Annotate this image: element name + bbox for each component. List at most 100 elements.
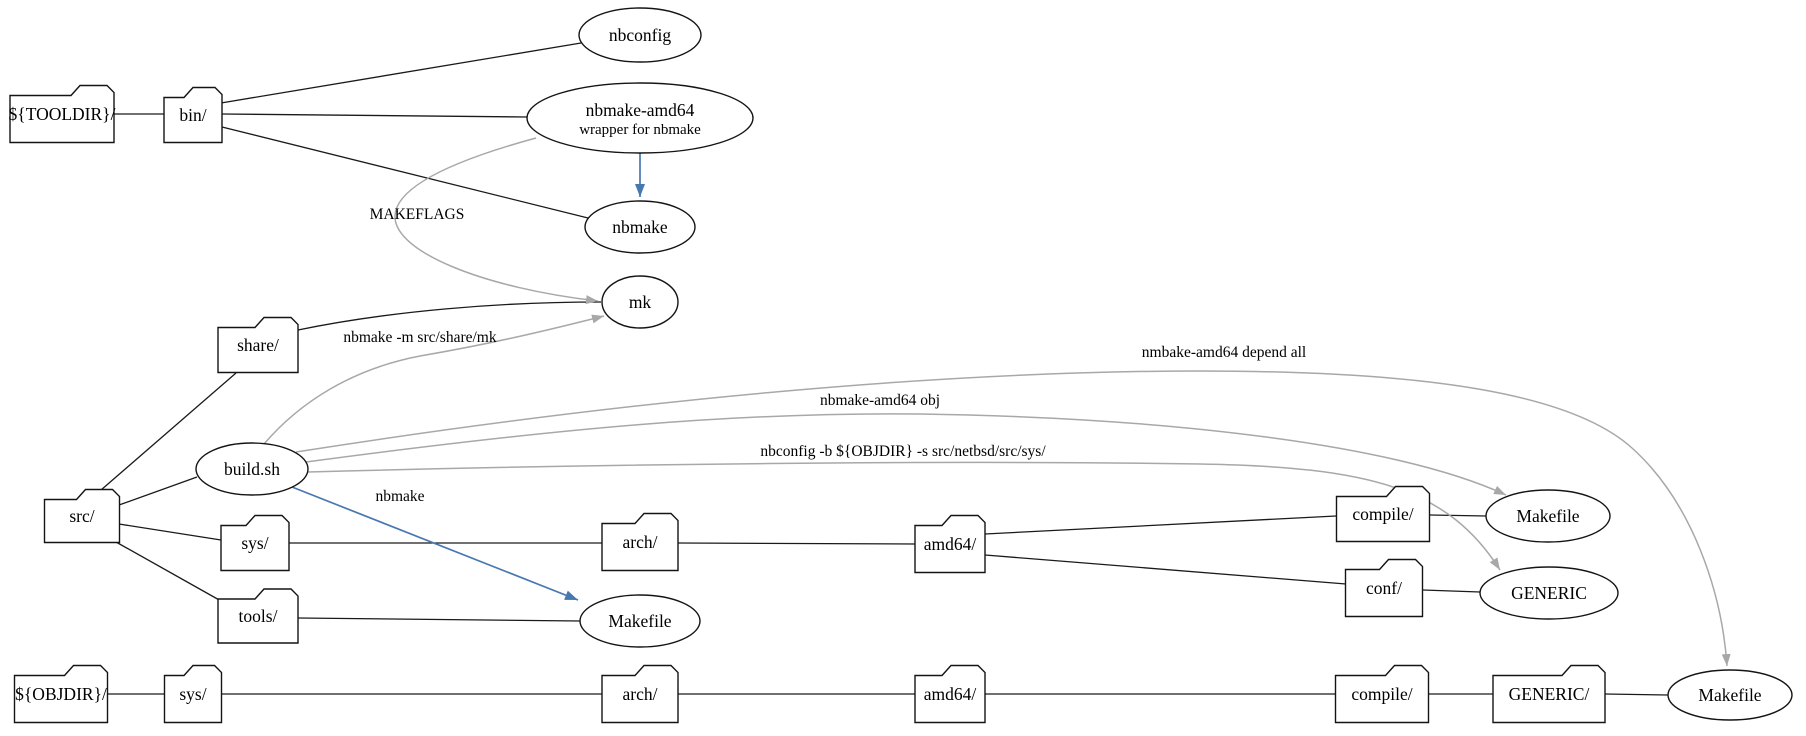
node-label-compile-top: compile/ <box>1352 504 1413 524</box>
edge-compile-makefile <box>1429 514 1487 517</box>
edge-src-share <box>100 372 237 491</box>
folder-icon <box>601 512 679 572</box>
folder-icon <box>217 588 299 644</box>
node-label-amd64-top: amd64/ <box>924 534 977 554</box>
node-label-mk: mk <box>629 292 652 312</box>
folder-icon <box>9 84 115 144</box>
node-sys-top: sys/ <box>220 514 290 572</box>
edge-amd64-compile <box>984 515 1337 535</box>
node-label-compile-bottom: compile/ <box>1351 684 1412 704</box>
node-arch-bottom: arch/ <box>601 664 679 724</box>
node-makefile-compile: Makefile <box>1485 489 1611 543</box>
node-tools: tools/ <box>217 588 299 644</box>
ellipse-shape <box>578 7 702 63</box>
node-arch-top: arch/ <box>601 512 679 572</box>
folder-icon <box>43 488 121 544</box>
edge-buildsh-to-makefile-objdir <box>295 370 1731 667</box>
folder-icon <box>1334 664 1430 724</box>
edge-label-layer: nbmake MAKEFLAGS nbmake -m src/share/mk nbm… <box>343 206 1306 505</box>
node-mk: mk <box>601 275 679 329</box>
node-generic-dir: GENERIC/ <box>1492 664 1606 724</box>
node-label-tooldir: ${TOOLDIR}/ <box>9 104 116 124</box>
node-objdir: ${OBJDIR}/ <box>13 664 109 724</box>
folder-icon <box>1344 558 1424 618</box>
node-label-arch-bottom: arch/ <box>623 684 658 704</box>
node-label-nbmake-amd64: nbmake-amd64 <box>586 100 695 120</box>
node-label-conf: conf/ <box>1366 578 1402 598</box>
node-label-bin: bin/ <box>179 105 206 125</box>
ellipse-shape <box>195 442 309 496</box>
node-bin: bin/ <box>163 86 223 144</box>
ellipse-shape <box>584 200 696 254</box>
ellipse-shape <box>526 82 754 154</box>
folder-icon <box>1492 664 1606 724</box>
node-sys-bottom: sys/ <box>163 664 223 724</box>
node-layer: ${TOOLDIR}/ bin/nbconfig nbmake-amd64 wrapp… <box>9 7 1793 724</box>
folder-icon <box>914 514 986 574</box>
node-nbmake: nbmake <box>584 200 696 254</box>
node-sublabel-nbmake-amd64: wrapper for nbmake <box>579 122 701 138</box>
node-nbconfig: nbconfig <box>578 7 702 63</box>
node-label-nbmake: nbmake <box>612 217 668 237</box>
node-label-nbconfig: nbconfig <box>609 25 671 45</box>
node-compile-top: compile/ <box>1335 485 1431 543</box>
ellipse-shape <box>601 275 679 329</box>
edge-label-buildsh-to-mk: nbmake -m src/share/mk <box>343 329 496 346</box>
node-compile-bottom: compile/ <box>1334 664 1430 724</box>
edge-share-mk <box>297 301 602 331</box>
ellipse-shape <box>1485 489 1611 543</box>
node-amd64-top: amd64/ <box>914 514 986 574</box>
folder-icon <box>220 514 290 572</box>
node-label-objdir: ${OBJDIR}/ <box>15 684 107 704</box>
folder-icon <box>163 664 223 724</box>
edge-src-buildsh <box>118 476 198 506</box>
edge-buildsh-to-makefile-tools <box>291 486 579 601</box>
node-label-src: src/ <box>69 506 94 526</box>
edge-nbmake-amd64-to-mk <box>394 137 599 305</box>
ellipse-shape <box>1479 566 1619 620</box>
node-nbmake-amd64: nbmake-amd64 wrapper for nbmake <box>526 82 754 154</box>
node-label-makefile-tools: Makefile <box>608 611 671 631</box>
edge-src-sys <box>118 523 222 541</box>
node-makefile-objdir: Makefile <box>1667 669 1793 721</box>
edge-bin-nbmake <box>221 126 589 219</box>
edge-buildsh-to-makefile-compile <box>305 413 1507 496</box>
edge-label-buildsh-to-makefile-compile: nbmake-amd64 obj <box>820 392 940 409</box>
node-conf: conf/ <box>1344 558 1424 618</box>
node-makefile-tools: Makefile <box>579 594 701 648</box>
ellipse-shape <box>1667 669 1793 721</box>
folder-icon <box>13 664 109 724</box>
folder-icon <box>217 316 299 374</box>
ellipse-shape <box>579 594 701 648</box>
folder-icon <box>1335 485 1431 543</box>
node-label-sys-bottom: sys/ <box>179 684 206 704</box>
node-src: src/ <box>43 488 121 544</box>
node-tooldir: ${TOOLDIR}/ <box>9 84 116 144</box>
edge-label-buildsh-to-makefile-tools: nbmake <box>375 488 424 505</box>
node-label-tools: tools/ <box>239 606 278 626</box>
node-label-amd64-bottom: amd64/ <box>924 684 977 704</box>
edge-buildsh-to-mk <box>263 314 605 445</box>
edge-bin-nbmake-amd64 <box>221 113 528 118</box>
node-label-arch-top: arch/ <box>623 532 658 552</box>
folder-icon <box>601 664 679 724</box>
folder-icon <box>163 86 223 144</box>
edge-amd64-conf <box>984 554 1347 585</box>
edge-arch-amd64 <box>677 542 916 545</box>
folder-icon <box>914 664 986 724</box>
edge-label-nbmake-amd64-to-mk: MAKEFLAGS <box>370 206 465 223</box>
edge-tools-makefile <box>297 617 581 622</box>
node-label-share: share/ <box>237 335 279 355</box>
node-label-build-sh: build.sh <box>224 459 280 479</box>
edge-label-buildsh-to-generic: nbconfig -b ${OBJDIR} -s src/netbsd/src/… <box>760 443 1046 460</box>
node-build-sh: build.sh <box>195 442 309 496</box>
node-generic-conf: GENERIC <box>1479 566 1619 620</box>
node-label-generic-dir: GENERIC/ <box>1509 684 1590 704</box>
edge-conf-generic <box>1422 589 1481 593</box>
node-label-makefile-objdir: Makefile <box>1698 685 1761 705</box>
node-label-generic-conf: GENERIC <box>1511 583 1587 603</box>
node-share: share/ <box>217 316 299 374</box>
edge-src-tools <box>115 541 222 602</box>
